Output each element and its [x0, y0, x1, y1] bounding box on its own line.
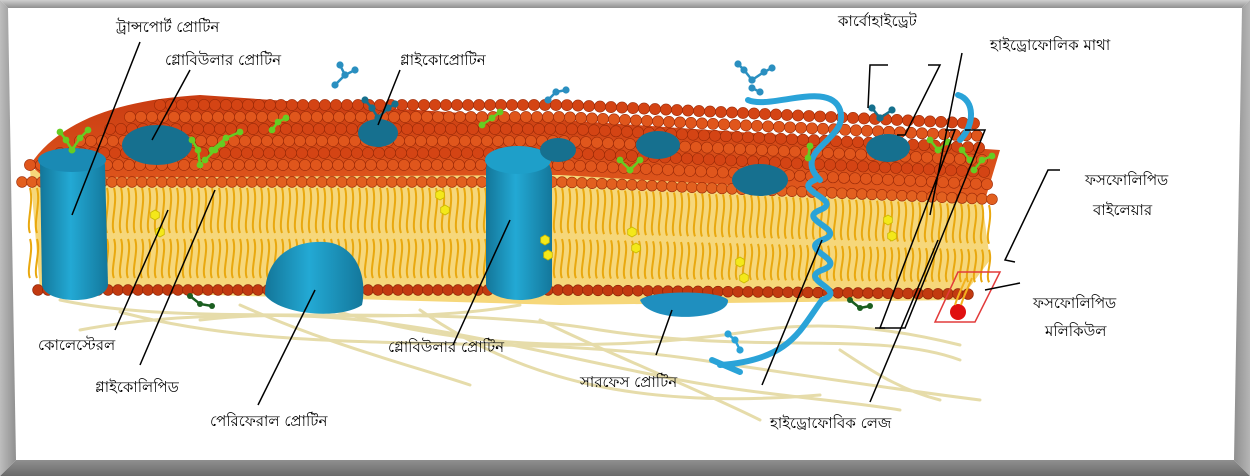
label-phospholipid-bilayer-1: ফসফোলিপিড [1084, 171, 1169, 189]
label-glycoprotein: গ্লাইকোপ্রোটিন [400, 51, 487, 69]
label-surface-protein: সারফেস প্রোটিন [579, 373, 678, 391]
label-phospholipid-molecule-2: মলিকিউল [1044, 322, 1107, 340]
label-globular-protein-top: গ্লোবিউলার প্রোটিন [165, 51, 282, 69]
cytoskeleton-filaments [60, 300, 980, 420]
label-globular-protein-bottom: গ্লোবিউলার প্রোটিন [388, 338, 505, 356]
label-phospholipid-molecule-1: ফসফোলিপিড [1032, 294, 1117, 312]
label-phospholipid-bilayer-2: বাইলেয়ার [1092, 201, 1153, 219]
label-transport-protein: ট্রান্সপোর্ট প্রোটিন [115, 18, 220, 36]
label-carbohydrate: কার্বোহাইড্রেট [837, 12, 918, 30]
label-cholesterol: কোলেস্টেরল [38, 336, 116, 354]
label-hydrophilic-head: হাইড্রোফোলিক মাথা [989, 36, 1111, 54]
label-hydrophobic-tail: হাইড্রোফোবিক লেজ [769, 414, 892, 432]
label-glycolipid: গ্লাইকোলিপিড [95, 378, 180, 396]
label-peripheral-protein: পেরিফেরাল প্রোটিন [210, 412, 328, 430]
